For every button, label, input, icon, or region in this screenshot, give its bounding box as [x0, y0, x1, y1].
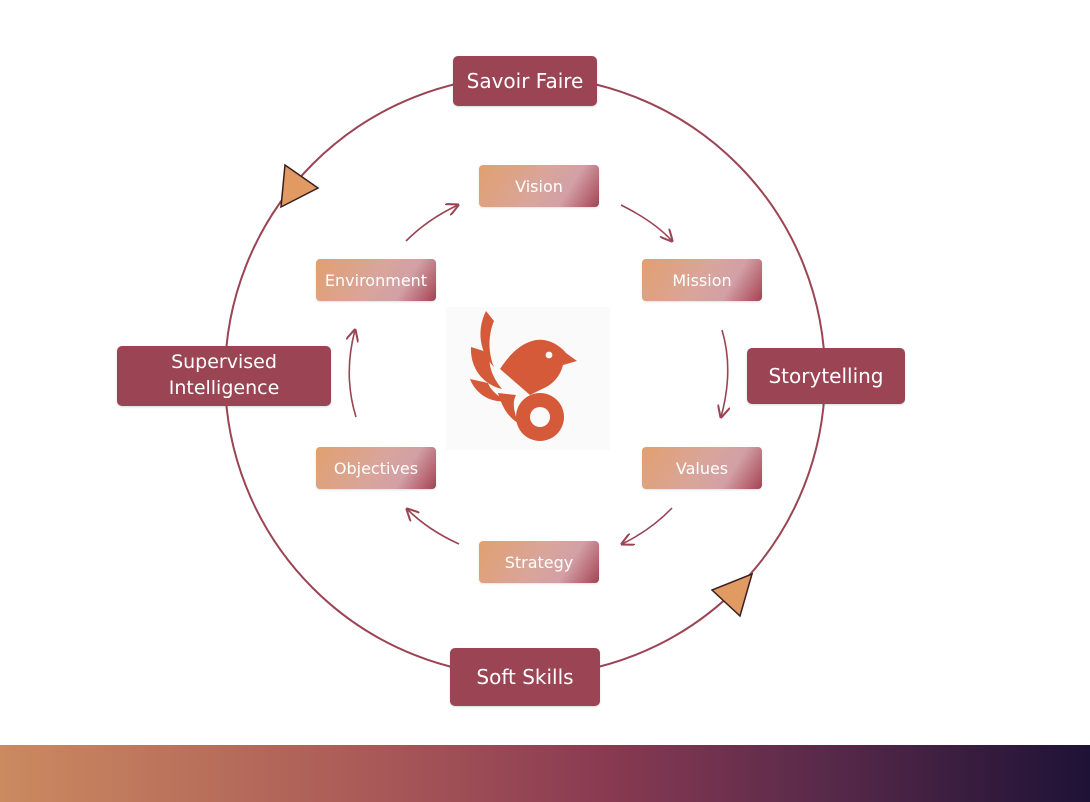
arrow-values-to-strategy [622, 507, 673, 544]
node-storytelling: Storytelling [747, 348, 905, 404]
arrow-strategy-to-objectives [407, 509, 460, 545]
node-soft-skills: Soft Skills [450, 648, 600, 706]
arrow-mission-to-values [721, 329, 728, 417]
ring-direction-marker-icon [710, 572, 754, 618]
phoenix-logo-icon [470, 311, 577, 441]
logo-tile [446, 307, 610, 450]
ring-direction-marker-icon [280, 163, 320, 209]
node-objectives: Objectives [316, 447, 436, 489]
arrow-objectives-to-environment [349, 330, 356, 418]
node-strategy: Strategy [479, 541, 599, 583]
node-environment: Environment [316, 259, 436, 301]
arrow-vision-to-mission [620, 204, 672, 241]
node-values: Values [642, 447, 762, 489]
node-mission: Mission [642, 259, 762, 301]
arrow-environment-to-vision [405, 205, 458, 242]
node-vision: Vision [479, 165, 599, 207]
node-supervised-intelligence: Supervised Intelligence [117, 346, 331, 406]
node-savoir-faire: Savoir Faire [453, 56, 597, 106]
footer-gradient-band [0, 745, 1090, 802]
